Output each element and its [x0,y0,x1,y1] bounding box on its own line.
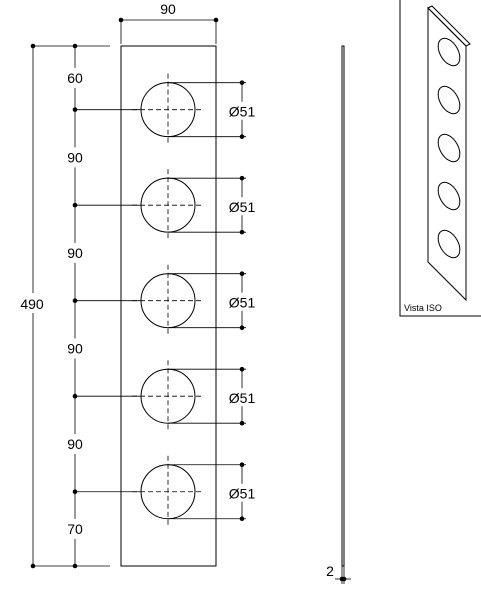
hole: Ø51 [72,264,260,337]
hole: Ø51 [72,169,260,242]
iso-plate-edge [427,5,471,47]
iso-hole [437,133,461,163]
diameter-label: Ø51 [229,199,256,215]
hole: Ø51 [72,455,260,528]
diameter-dimension: Ø51 [168,366,260,426]
iso-hole [437,229,461,259]
iso-hole-group [437,37,461,259]
spacing-label: 90 [67,340,83,356]
diameter-dimension: Ø51 [168,271,260,330]
diameter-dimension: Ø51 [168,80,260,139]
iso-view-frame [399,0,481,317]
height-dimension: 490 [20,43,110,569]
hole: Ø51 [72,73,260,146]
iso-hole [437,181,461,211]
spacing-label: 60 [67,70,83,86]
iso-hole [437,85,461,115]
spacing-label: 90 [67,149,83,165]
hole-dimension-dot [72,489,78,495]
hole-dimension-dot [72,298,78,303]
hole: Ø51 [72,360,260,433]
hole-dimension-dot [72,393,78,399]
diameter-label: Ø51 [229,295,256,311]
diameter-dimension: Ø51 [168,175,260,235]
spacing-label: 70 [67,521,83,537]
spacing-label: 90 [67,436,83,452]
spacing-label: 90 [67,245,83,261]
spacing-dimension-chain [72,43,78,569]
iso-hole [437,37,461,67]
iso-view-label: Vista ISO [404,303,442,313]
plate-side-outline [341,45,345,567]
spacing-labels: 60 90 90 90 90 70 [62,67,88,539]
width-dimension: 90 [118,1,219,44]
diameter-label: Ø51 [229,390,256,406]
thickness-label: 2 [326,563,334,579]
plate-outline [120,45,217,567]
diameter-label: Ø51 [229,486,256,502]
diameter-label: Ø51 [229,104,256,120]
hole-dimension-dot [72,202,78,208]
height-label: 490 [20,296,44,312]
width-label: 90 [160,1,176,17]
diameter-dimension: Ø51 [168,462,260,522]
iso-view: Vista ISO [399,0,481,317]
side-view: 2 [326,45,351,584]
hole-dimension-dot [72,107,78,112]
